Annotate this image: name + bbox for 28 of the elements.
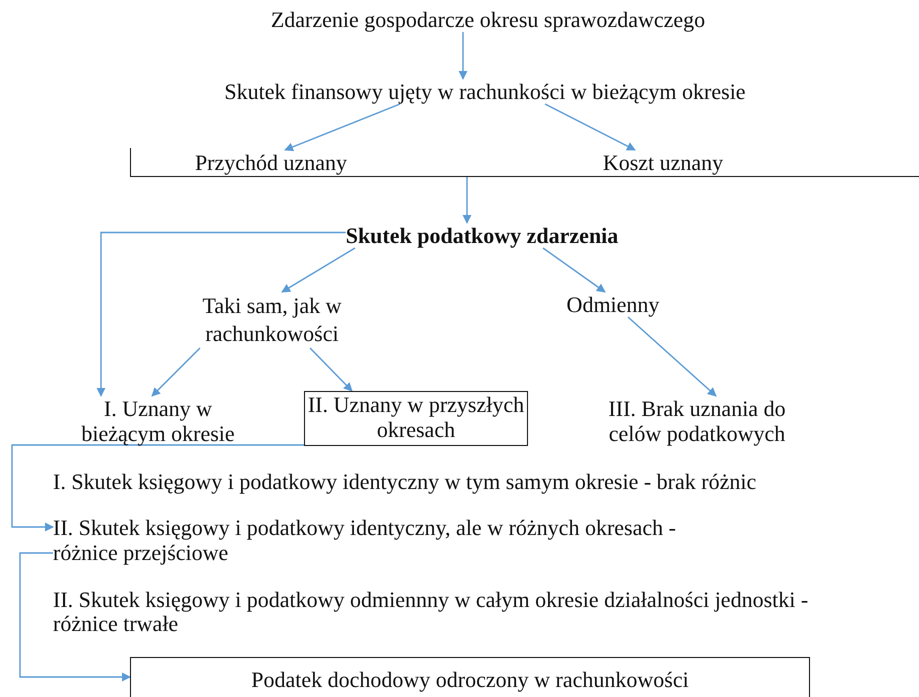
node-text: Przychód uznany [194, 150, 348, 175]
arrow [281, 247, 356, 293]
arrow [544, 103, 636, 151]
box-text: II. Uznany w przyszłych okresach [306, 392, 526, 442]
node-text: II. Skutek księgowy i podatkowy identyczny, ale w różnych okresach - różnice przejściowe [53, 515, 677, 565]
node-text: III. Brak uznania do celów podatkowych [607, 396, 787, 446]
process-box [130, 657, 810, 697]
arrow [542, 247, 606, 293]
node-text: Skutek finansowy ujęty w rachunkości w bieżącym okresie [224, 79, 746, 104]
node-text: Odmienny [566, 292, 660, 317]
node-text: Taki sam, jak w rachunkowości [202, 292, 342, 348]
arrow [11, 444, 304, 532]
arrow [96, 232, 346, 397]
note-text: I. Skutek księgowy i podatkowy identyczny w tym samym okresie - brak różnic [53, 470, 758, 494]
arrow [151, 348, 200, 397]
arrow [628, 316, 717, 397]
note-text: II. Skutek księgowy i podatkowy odmiennny w całym okresie działalności jednostki - różnice trwałe [53, 588, 810, 636]
arrow [458, 32, 468, 80]
bracket-band [130, 148, 919, 177]
node-text: I. Uznany w bieżącym okresie [80, 396, 236, 446]
arrow [284, 103, 400, 152]
arrow [462, 177, 472, 224]
box-text: Podatek dochodowy odroczony w rachunkowości [250, 667, 690, 692]
arrow [19, 552, 131, 682]
node-text: Skutek podatkowy zdarzenia [346, 223, 618, 248]
node-text: Zdarzenie gospodarcze okresu sprawozdawczego [270, 7, 706, 32]
arrow [310, 348, 353, 392]
node-text: Koszt uznany [602, 150, 724, 175]
